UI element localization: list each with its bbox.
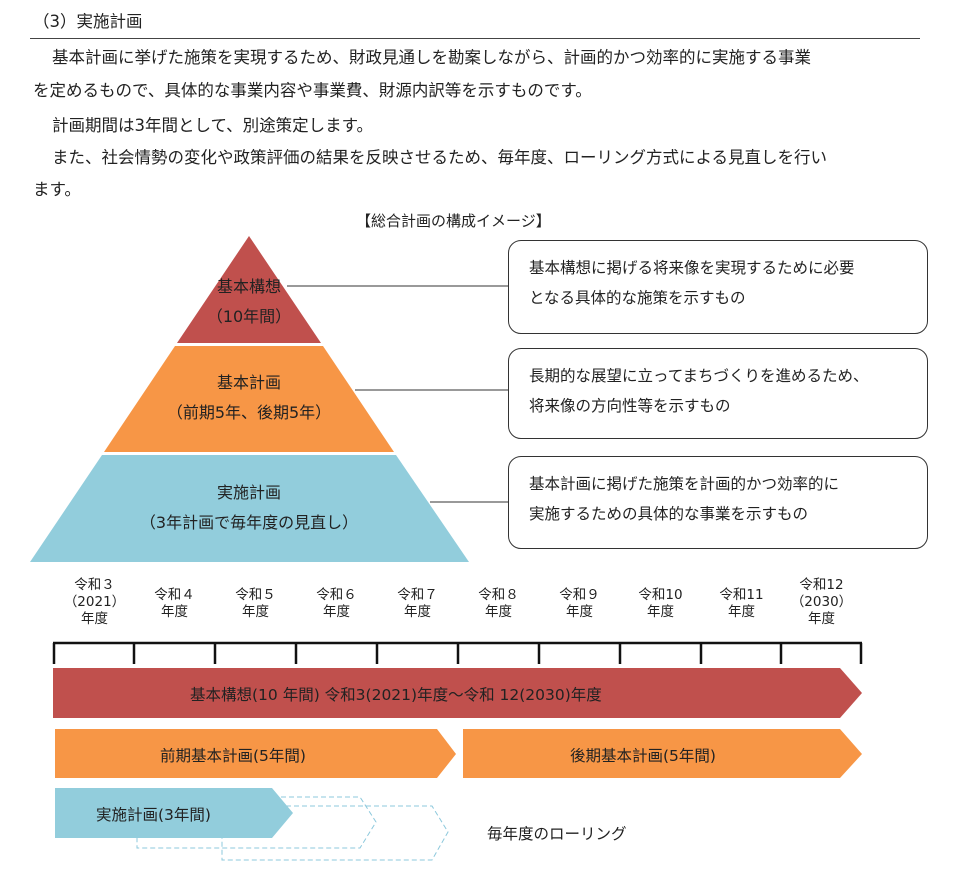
first-plan-bar [55,729,456,778]
rolling-outline [221,805,449,861]
description-line: 将来像の方向性等を示すもの [529,397,731,415]
diagram-caption: 【総合計画の構成イメージ】 [356,212,551,230]
pyramid-title: 実施計画 [216,483,281,502]
implementation-label: 実施計画(3年間) [96,806,211,824]
second-plan-label: 後期基本計画(5年間) [570,747,716,765]
year-label: 令和12（2030）年度 [790,577,853,627]
description-line: 実施するための具体的な事業を示すもの [529,505,809,523]
pyramid-label: 基本計画 （前期5年、後期5年） [99,368,399,428]
section-heading: （3）実施計画 [33,12,143,31]
description-box: 長期的な展望に立ってまちづくりを進めるため、将来像の方向性等を示すもの [508,348,928,439]
year-label: 令和３（2021）年度 [63,577,126,627]
description-line: 長期的な展望に立ってまちづくりを進めるため、 [529,367,869,385]
description-line: 基本構想に掲げる将来像を実現するために必要 [529,259,855,277]
pyramid-subtitle: （10年間） [206,307,292,326]
description-box: 基本計画に掲げた施策を計画的かつ効率的に実施するための具体的な事業を示すもの [508,456,928,549]
description-line: となる具体的な施策を示すもの [529,289,746,307]
paragraph-line: 基本計画に挙げた施策を実現するため、財政見通しを勘案しながら、計画的かつ効率的に… [52,48,811,67]
paragraph-line: 計画期間は3年間として、別途策定します。 [52,116,374,135]
pyramid-title: 基本構想 [216,277,281,296]
pyramid-subtitle: （前期5年、後期5年） [166,403,332,422]
second-plan-bar [463,729,862,778]
paragraph-line: また、社会情勢の変化や政策評価の結果を反映させるため、毎年度、ローリング方式によ… [52,148,828,167]
vision-bar-label: 基本構想(10 年間) 令和3(2021)年度～令和 12(2030)年度 [190,686,602,704]
pyramid-subtitle: （3年計画で毎年度の見直し） [139,513,359,532]
heading-underline [30,38,920,39]
pyramid-label: 実施計画 （3年計画で毎年度の見直し） [99,478,399,538]
pyramid-bottom [30,455,469,562]
first-plan-label: 前期基本計画(5年間) [160,747,306,765]
description-line: 基本計画に掲げた施策を計画的かつ効率的に [529,475,840,493]
paragraph-line: ます。 [33,180,81,199]
vision-bar [53,668,862,718]
pyramid-middle [104,346,394,452]
pyramid-label: 基本構想 （10年間） [149,272,349,332]
implementation-bar [55,788,293,838]
pyramid-title: 基本計画 [216,373,281,392]
pyramid-top [177,236,321,343]
rolling-label: 毎年度のローリング [487,825,627,843]
rolling-outline [136,796,377,849]
paragraph-line: を定めるもので、具体的な事業内容や事業費、財源内訳等を示すものです。 [33,81,592,100]
timeline-axis [52,641,863,664]
description-box: 基本構想に掲げる将来像を実現するために必要となる具体的な施策を示すもの [508,240,928,334]
